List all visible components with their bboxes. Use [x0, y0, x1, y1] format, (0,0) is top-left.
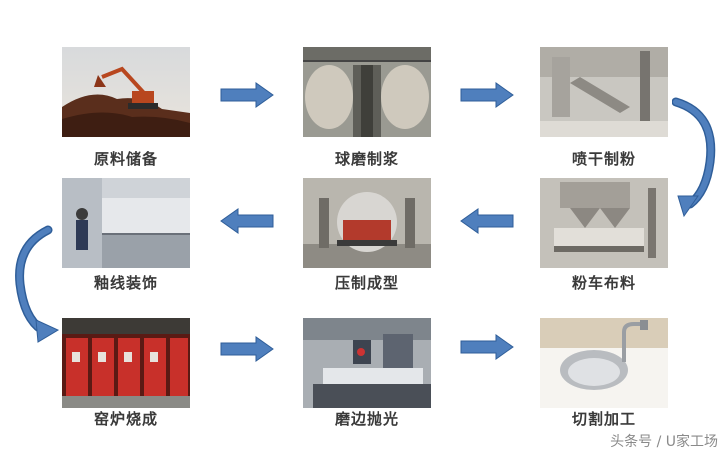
arrow-left-2	[460, 208, 514, 234]
step-label-kiln-firing: 窑炉烧成	[93, 410, 158, 428]
step-label-edge-polishing: 磨边抛光	[334, 410, 399, 428]
arrow-right-4	[460, 334, 514, 360]
step-label-raw-material-storage: 原料储备	[93, 150, 158, 168]
step-label-press-forming: 压制成型	[334, 274, 399, 292]
photo-powder-distribution	[540, 178, 668, 268]
watermark: 头条号 / U家工场	[610, 434, 718, 450]
arrow-left-1	[220, 208, 274, 234]
step-label-powder-distribution: 粉车布料	[571, 274, 636, 292]
arrow-right-3	[220, 336, 274, 362]
curved-arrow-right	[672, 97, 716, 218]
step-label-glaze-decoration: 釉线装饰	[93, 274, 158, 292]
step-label-cutting-processing: 切割加工	[571, 410, 636, 428]
step-label-ball-milling: 球磨制浆	[334, 150, 399, 168]
curved-arrow-left	[15, 225, 60, 343]
photo-edge-polishing	[303, 318, 431, 408]
step-label-spray-drying: 喷干制粉	[571, 150, 636, 168]
arrow-right-2	[460, 82, 514, 108]
photo-cutting-processing	[540, 318, 668, 408]
photo-spray-drying	[540, 47, 668, 137]
arrow-right-1	[220, 82, 274, 108]
photo-press-forming	[303, 178, 431, 268]
photo-ball-milling	[303, 47, 431, 137]
photo-glaze-decoration	[62, 178, 190, 268]
photo-raw-material-storage	[62, 47, 190, 137]
photo-kiln-firing	[62, 318, 190, 408]
